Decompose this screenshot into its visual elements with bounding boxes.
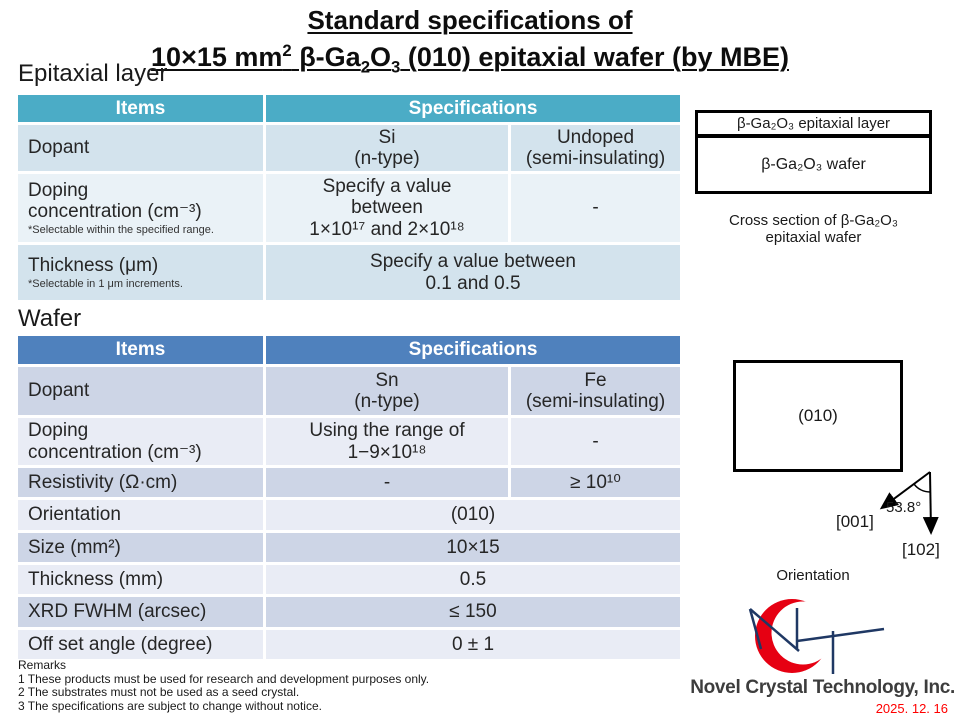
slide-date: 2025. 12. 16 [875, 701, 948, 716]
orientation-arrows [879, 471, 939, 535]
wafer-row-doping-spec-si: - [511, 418, 680, 465]
wafer-row-size-spec: 10×15 [266, 533, 680, 562]
remarks: Remarks 1 These products must be used fo… [18, 658, 430, 713]
superscript-2: 2 [282, 41, 292, 60]
cross-section-epitaxial-layer-box: β-Ga₂O₃ epitaxial layer [695, 110, 932, 137]
logo-t-horizontal-stroke [796, 627, 885, 643]
wafer-row-thickness-item: Thickness (mm) [18, 565, 263, 594]
wafer-row-resistivity-spec-si: ≥ 10¹⁰ [511, 468, 680, 497]
epi-row-dopant-item: Dopant [18, 125, 263, 171]
logo-n-diagonal-stroke [749, 608, 800, 652]
cross-section-diagram: β-Ga₂O₃ epitaxial layer β-Ga₂O₃ wafer [695, 110, 932, 194]
remark-line-1: 1 These products must be used for resear… [18, 671, 430, 686]
wafer-header-specifications: Specifications [266, 336, 680, 364]
company-name: Novel Crystal Technology, Inc. [690, 677, 955, 698]
subscript-2: 2 [360, 57, 371, 77]
cross-section-caption: Cross section of β-Ga₂O₃ epitaxial wafer [729, 212, 898, 246]
epi-row-thickness-item: Thickness (μm)*Selectable in 1 μm increm… [18, 245, 263, 300]
title-line-1: Standard specifications of [307, 5, 633, 35]
axis-001-arrow [879, 471, 931, 510]
epi-header-items: Items [18, 95, 263, 122]
cross-section-wafer-box: β-Ga₂O₃ wafer [695, 136, 932, 194]
title-line-2: 10×15 mm2 β-Ga2O3 (010) epitaxial wafer … [151, 41, 789, 77]
epi-row-thickness-spec: Specify a value between 0.1 and 0.5 [266, 245, 680, 300]
axis-001-label: [001] [836, 512, 874, 531]
wafer-row-doping-spec-n: Using the range of 1−9×10¹⁸ [266, 418, 508, 465]
wafer-row-orientation-item: Orientation [18, 500, 263, 530]
wafer-row-offset-spec: 0 ± 1 [266, 630, 680, 659]
subscript-3: 3 [391, 57, 401, 77]
epi-row-doping-spec-si: - [511, 174, 680, 242]
wafer-row-resistivity-spec-n: - [266, 468, 508, 497]
wafer-table: Items Specifications Dopant Sn (n-type) … [18, 336, 680, 659]
wafer-row-size-item: Size (mm²) [18, 533, 263, 562]
wafer-row-dopant-spec-n: Sn (n-type) [266, 367, 508, 415]
wafer-plane-rect: (010) [733, 360, 903, 472]
epi-row-dopant-spec-n: Si (n-type) [266, 125, 508, 171]
remarks-heading: Remarks [18, 658, 67, 672]
plane-label: (010) [798, 406, 838, 425]
wafer-row-xrd-spec: ≤ 150 [266, 597, 680, 627]
logo-crescent-cutout [771, 601, 835, 665]
wafer-row-dopant-spec-si: Fe (semi-insulating) [511, 367, 680, 415]
wafer-header-items: Items [18, 336, 263, 364]
angle-arc [913, 483, 931, 493]
epi-row-doping-note: *Selectable within the specified range. [28, 224, 214, 237]
wafer-row-dopant-item: Dopant [18, 367, 263, 415]
nct-logo [748, 599, 885, 674]
epi-header-specifications: Specifications [266, 95, 680, 122]
epi-row-dopant-spec-si: Undoped (semi-insulating) [511, 125, 680, 171]
wafer-row-orientation-spec: (010) [266, 500, 680, 530]
epitaxial-table: Items Specifications Dopant Si (n-type) … [18, 95, 680, 300]
remark-line-2: 2 The substrates must not be used as a s… [18, 685, 300, 699]
logo-n-left-stroke [748, 608, 763, 650]
wafer-row-xrd-item: XRD FWHM (arcsec) [18, 597, 263, 627]
axis-102-arrow [922, 471, 939, 535]
epi-row-doping-spec-n: Specify a value between 1×10¹⁷ and 2×10¹… [266, 174, 508, 242]
axis-102-label: [102] [902, 540, 940, 559]
wafer-row-thickness-spec: 0.5 [266, 565, 680, 594]
remark-line-3: 3 The specifications are subject to chan… [18, 698, 322, 713]
angle-label: 53.8° [886, 499, 922, 516]
wafer-label: Wafer [18, 305, 82, 332]
wafer-row-offset-item: Off set angle (degree) [18, 630, 263, 659]
orientation-caption: Orientation [776, 567, 850, 584]
epi-row-doping-item: Doping concentration (cm⁻³)*Selectable w… [18, 174, 263, 242]
epi-row-thickness-note: *Selectable in 1 μm increments. [28, 278, 183, 291]
slide-title: Standard specifications of 10×15 mm2 β-G… [0, 5, 940, 82]
wafer-row-resistivity-item: Resistivity (Ω·cm) [18, 468, 263, 497]
epitaxial-layer-label: Epitaxial layer [18, 60, 168, 87]
wafer-row-doping-item: Doping concentration (cm⁻³) [18, 418, 263, 465]
